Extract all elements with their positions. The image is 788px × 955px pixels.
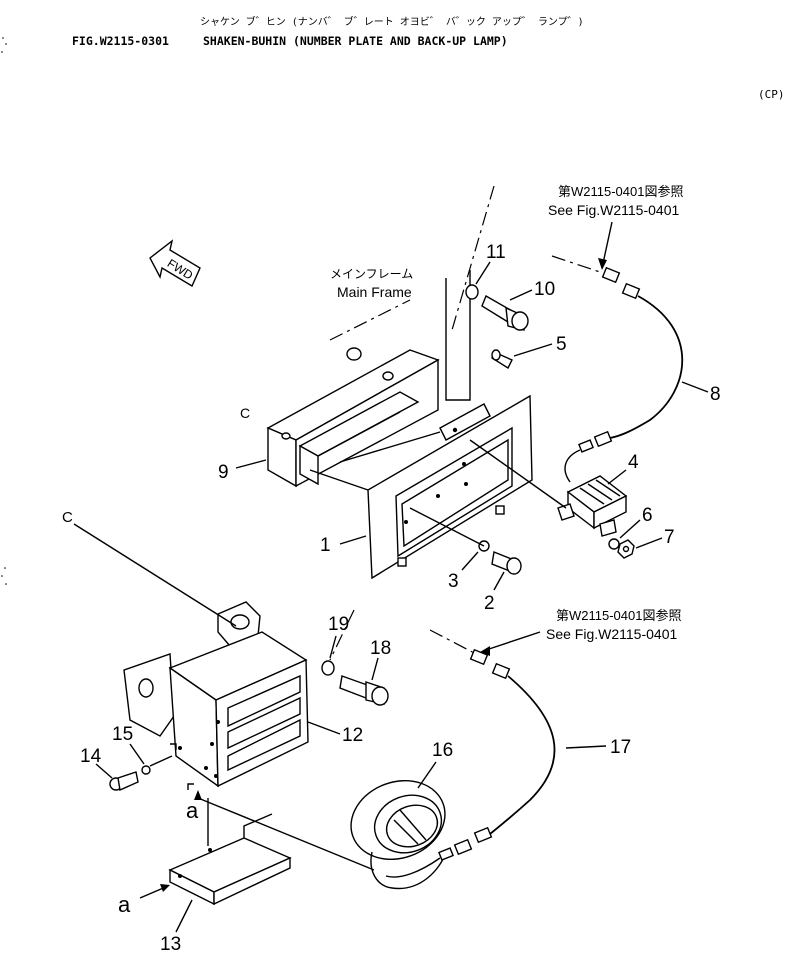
callout-5: 5 bbox=[513, 334, 567, 357]
callout-12: 12 bbox=[307, 721, 363, 746]
corner-code: (CP) bbox=[758, 88, 785, 101]
nut-part-7 bbox=[617, 539, 635, 559]
screw-part-5 bbox=[491, 349, 513, 370]
header-jp-title: シャケン ブ゛ヒン (ナンバ゛ ブ゛レート オヨビ゛ バ゛ック アップ゛ ランプ… bbox=[200, 15, 584, 28]
callout-number: 16 bbox=[432, 740, 453, 761]
callout-number: 7 bbox=[664, 527, 675, 548]
callout-number: 1 bbox=[320, 535, 331, 556]
callout-3: 3 bbox=[448, 551, 479, 592]
callout-15: 15 bbox=[112, 724, 145, 765]
main-frame-en-label: Main Frame bbox=[337, 284, 412, 300]
callout-9: 9 bbox=[218, 459, 267, 483]
reference-2-en: See Fig.W2115-0401 bbox=[546, 626, 677, 642]
reference-2-jp: 第W2115-0401図参照 bbox=[556, 608, 681, 623]
reference-1-en: See Fig.W2115-0401 bbox=[548, 202, 679, 218]
callout-number: 8 bbox=[710, 384, 721, 405]
a-mark-upper: a bbox=[186, 798, 199, 823]
bolt-part-2 bbox=[491, 551, 522, 575]
washer-part-19 bbox=[321, 660, 335, 676]
callout-8: 8 bbox=[681, 381, 721, 405]
washer-part-11 bbox=[465, 284, 479, 300]
washer-part-6 bbox=[608, 538, 620, 550]
reference-1-jp: 第W2115-0401図参照 bbox=[558, 184, 683, 199]
callout-6: 6 bbox=[619, 505, 653, 539]
callout-number: 19 bbox=[328, 614, 349, 635]
callout-number: 17 bbox=[610, 737, 631, 758]
callout-1: 1 bbox=[320, 535, 367, 556]
bracket-part-13 bbox=[168, 813, 292, 906]
callout-number: 3 bbox=[448, 571, 459, 592]
callout-18: 18 bbox=[370, 638, 391, 681]
main-frame-jp-label: メインフレーム bbox=[330, 267, 413, 281]
scan-specks bbox=[1, 37, 7, 585]
callout-number: 6 bbox=[642, 505, 653, 526]
lamp-bracket-part-12 bbox=[123, 601, 309, 790]
callout-number: 9 bbox=[218, 462, 229, 483]
callout-2: 2 bbox=[484, 571, 505, 614]
callout-number: 11 bbox=[486, 242, 506, 263]
callout-number: 18 bbox=[370, 638, 391, 659]
callout-17: 17 bbox=[565, 737, 631, 758]
header-title: SHAKEN-BUHIN (NUMBER PLATE AND BACK-UP L… bbox=[203, 34, 508, 48]
c-mark-left: C bbox=[62, 509, 73, 526]
callout-number: 14 bbox=[80, 746, 102, 767]
washer-part-15 bbox=[141, 765, 151, 775]
callout-number: 13 bbox=[160, 934, 181, 955]
callout-11: 11 bbox=[475, 242, 506, 285]
callout-14: 14 bbox=[80, 746, 113, 779]
bracket-part-9: C bbox=[240, 347, 440, 488]
callout-19: 19 bbox=[328, 614, 349, 659]
callout-number: 4 bbox=[628, 452, 639, 473]
callout-number: 15 bbox=[112, 724, 133, 745]
bolt-part-10 bbox=[481, 294, 529, 331]
callout-number: 2 bbox=[484, 593, 495, 614]
bolt-part-18 bbox=[339, 675, 389, 706]
harness-part-8 bbox=[564, 266, 684, 483]
callout-4: 4 bbox=[607, 452, 639, 485]
backup-lamp-part-16 bbox=[350, 779, 447, 890]
number-plate-part-1 bbox=[367, 394, 533, 580]
callout-10: 10 bbox=[509, 279, 555, 301]
callout-number: 5 bbox=[556, 334, 567, 355]
bolt-part-14 bbox=[109, 771, 139, 792]
callout-number: 12 bbox=[342, 725, 363, 746]
figure-id: FIG.W2115-0301 bbox=[72, 34, 169, 48]
fwd-arrow-icon: FWD bbox=[149, 239, 201, 288]
a-mark-lower: a bbox=[118, 892, 131, 917]
callout-7: 7 bbox=[635, 527, 675, 549]
relay-part-4 bbox=[557, 475, 628, 537]
bracket-c-mark: C bbox=[240, 405, 250, 421]
callout-number: 10 bbox=[534, 279, 555, 300]
harness-part-17 bbox=[385, 648, 556, 878]
callout-16: 16 bbox=[417, 740, 453, 789]
callout-13: 13 bbox=[160, 899, 193, 955]
